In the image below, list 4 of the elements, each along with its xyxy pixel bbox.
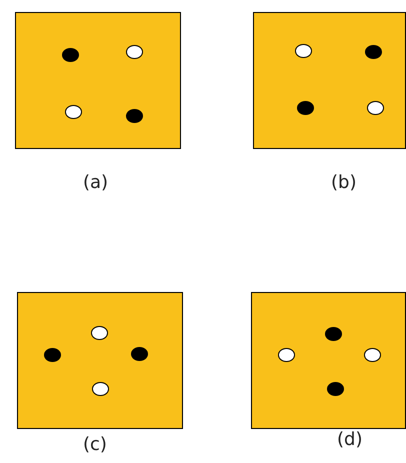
panel-caption: (c) [83,434,107,455]
panel-caption: (d) [337,429,362,450]
panel-caption: (b) [331,172,356,193]
panel-caption: (a) [83,172,108,193]
